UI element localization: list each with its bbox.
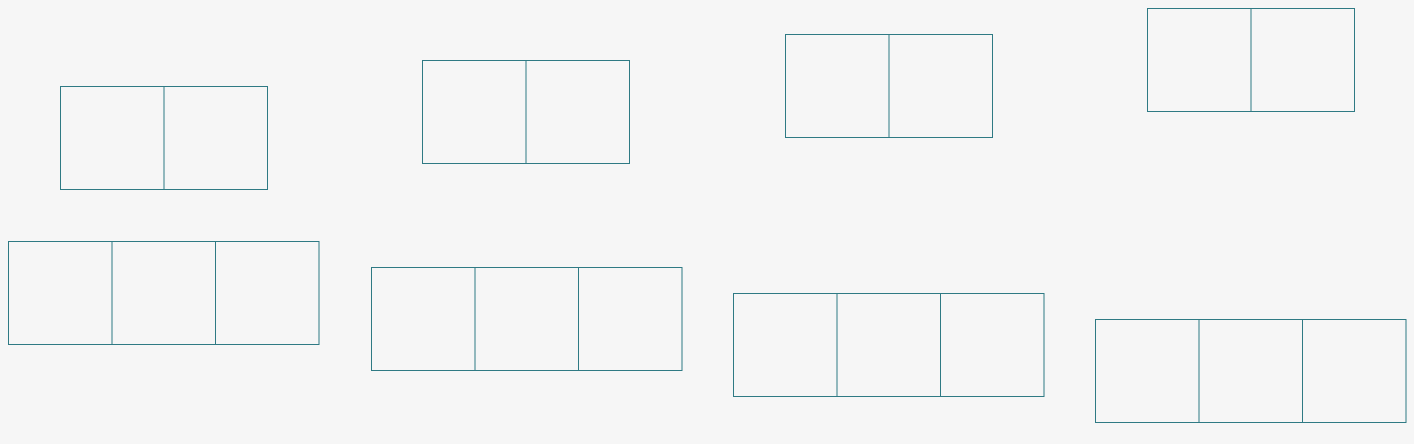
cell-group-8 [1095, 319, 1407, 423]
cell-group-6 [371, 267, 683, 371]
cell-group-3 [785, 34, 993, 138]
cell-group-outline [1095, 319, 1407, 423]
cell-group-4 [1147, 8, 1355, 112]
cell-group-7 [733, 293, 1045, 397]
cell-group-outline [8, 241, 320, 345]
cell-group-outline [371, 267, 683, 371]
cell-group-5 [8, 241, 320, 345]
cell-group-2 [422, 60, 630, 164]
cell-group-outline [733, 293, 1045, 397]
cell-group-1 [60, 86, 268, 190]
